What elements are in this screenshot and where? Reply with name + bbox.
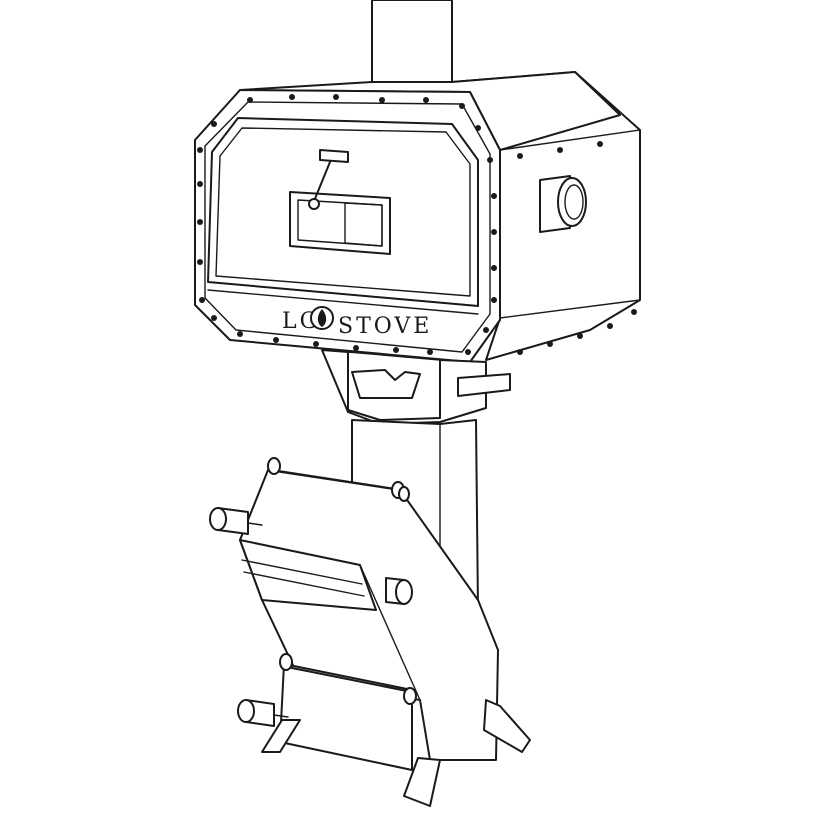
bolt [631,309,637,315]
bolt [197,259,203,265]
bolt [517,349,523,355]
bolt [211,315,217,321]
bolt [491,229,497,235]
bolt [577,333,583,339]
brand-logo: LG STOVE [282,306,432,339]
bolt [607,323,613,329]
side-vent-port [539,175,587,233]
bolt [491,265,497,271]
bolt [197,181,203,187]
bolt [197,147,203,153]
feed-door[interactable] [279,653,417,771]
foot-left [261,719,301,753]
flame-icon [310,306,334,330]
bolt [313,341,319,347]
bolt [465,349,471,355]
door-window [289,191,391,255]
feed-chamber [239,469,499,761]
chimney-pipe [371,0,453,93]
bolt [427,349,433,355]
bolt [557,147,563,153]
bolt [273,337,279,343]
foot-front [403,757,441,807]
bolt [197,219,203,225]
upper-hinge [267,457,410,502]
bolt [353,345,359,351]
bolt [547,341,553,347]
door-latch-handle[interactable] [308,149,349,210]
logo-text-right: STOVE [338,314,432,339]
bolt [393,347,399,353]
bolt [379,97,385,103]
frame-bolts [197,94,637,355]
bolt [247,97,253,103]
bolt [517,153,523,159]
bolt [211,121,217,127]
bolt [483,327,489,333]
bolt [475,125,481,131]
bolt [597,141,603,147]
bolt [491,297,497,303]
bolt [199,297,205,303]
bolt [333,94,339,100]
bolt [459,103,465,109]
bolt [423,97,429,103]
bolt [487,157,493,163]
bolt [237,331,243,337]
knob-upper-left[interactable] [209,507,263,535]
bolt [289,94,295,100]
oven-support-bracket [321,349,511,425]
knob-lower-left[interactable] [237,699,289,727]
knob-right[interactable] [385,577,413,605]
bolt [491,193,497,199]
foot-right [483,699,531,753]
